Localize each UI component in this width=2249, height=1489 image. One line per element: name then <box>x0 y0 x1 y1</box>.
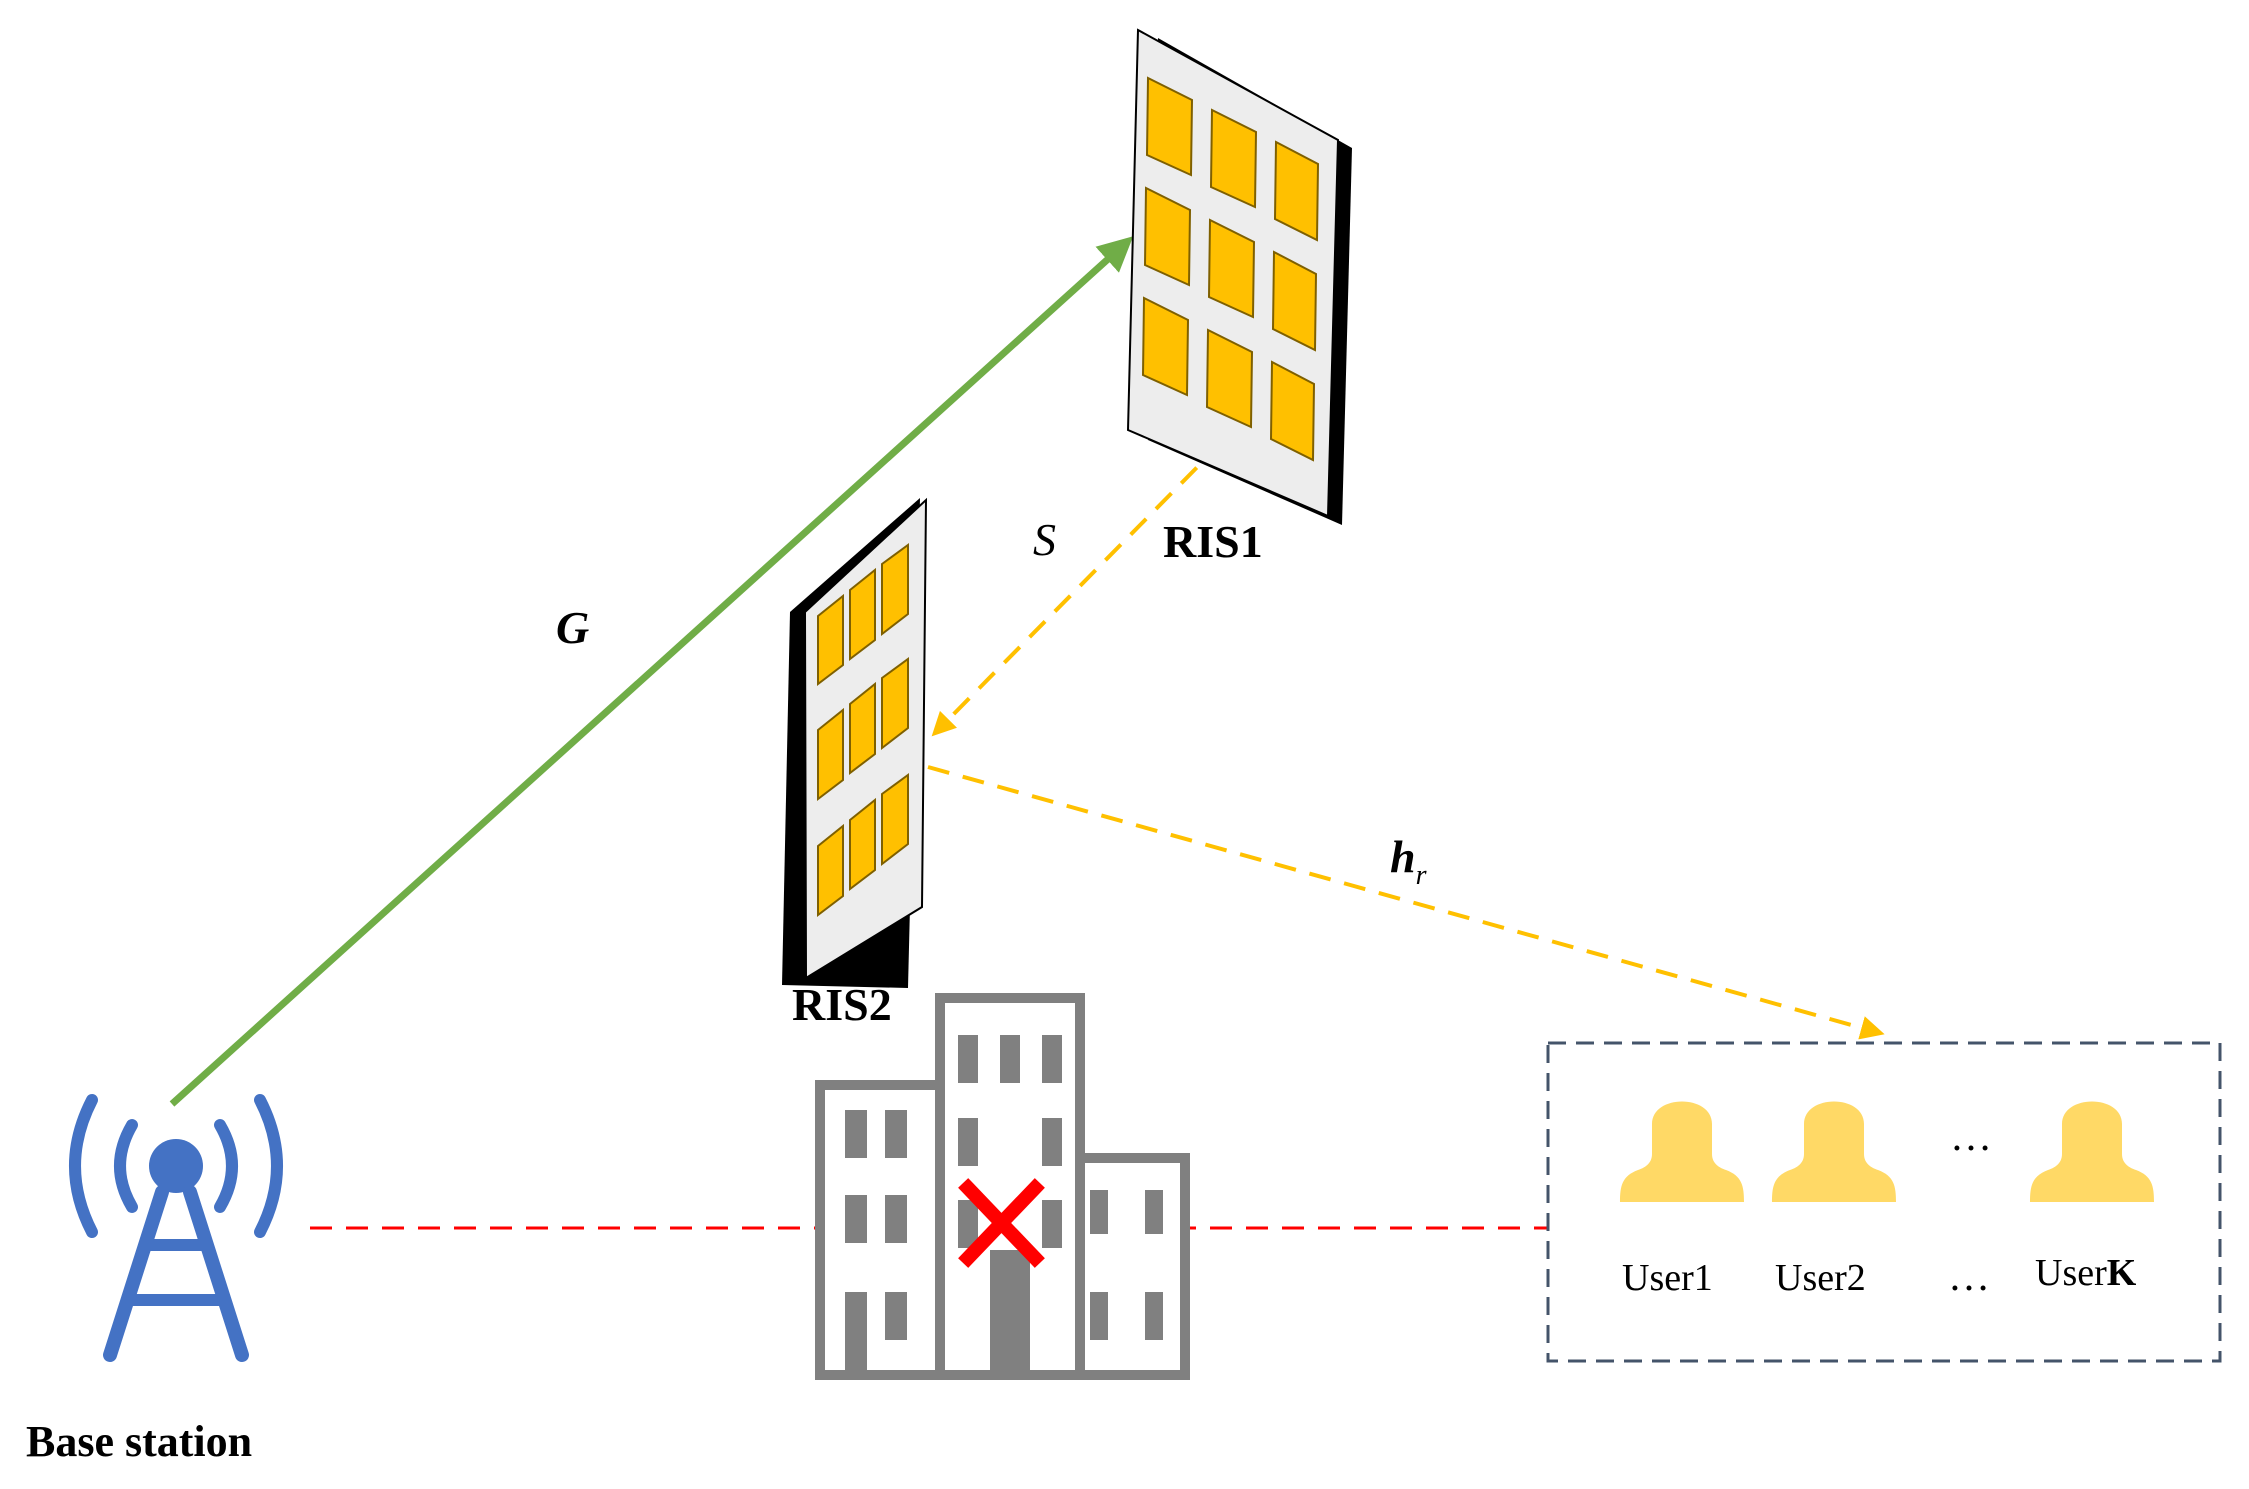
link-s-arrow <box>931 440 1224 737</box>
link-hr-arrow <box>927 765 1885 1040</box>
ris2-panel <box>782 497 928 988</box>
ris2-label: RIS2 <box>792 979 892 1030</box>
user-icon <box>2030 1101 2154 1202</box>
users-group-box <box>1546 1041 2222 1363</box>
link-hr-label: hr <box>1390 831 1427 891</box>
ris1-label: RIS1 <box>1163 516 1263 567</box>
ellipsis-top: … <box>1950 1114 1992 1160</box>
ris1-panel <box>1126 28 1352 525</box>
user2-label: User2 <box>1775 1257 1866 1299</box>
building-icon <box>815 993 1190 1380</box>
userk-label: UserK <box>2035 1252 2137 1294</box>
base-station-label: Base station <box>26 1417 252 1466</box>
link-g-arrow <box>169 236 1134 1107</box>
link-s-label: S <box>1033 514 1056 565</box>
ellipsis-bottom: … <box>1948 1254 1990 1300</box>
link-g-label: G <box>556 602 589 653</box>
user-icon <box>1772 1101 1896 1202</box>
user1-label: User1 <box>1622 1257 1713 1299</box>
red-x-icon <box>958 1178 1045 1268</box>
antenna-tower-icon <box>69 1094 283 1362</box>
user-icon <box>1620 1101 1744 1202</box>
